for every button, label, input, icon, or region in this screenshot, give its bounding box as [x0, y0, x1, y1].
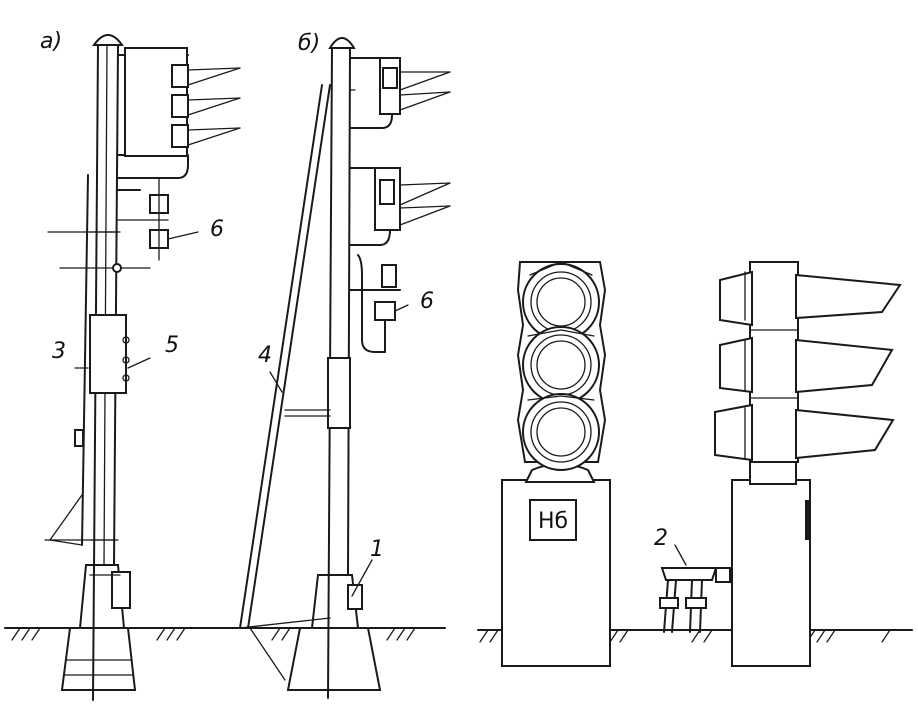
label-2: 2	[654, 526, 668, 551]
mast-signal-a	[44, 34, 241, 701]
label-fig-a: а)	[40, 29, 62, 54]
dwarf-signal-front	[501, 261, 611, 667]
visors-a	[187, 67, 241, 146]
dwarf-base-side	[731, 479, 811, 667]
label-4: 4	[258, 343, 272, 368]
mast-cap-a	[92, 34, 124, 46]
foundation-b	[286, 627, 382, 691]
cable-box-b	[347, 584, 363, 610]
lens-middle	[522, 326, 600, 404]
label-3: 3	[52, 339, 66, 364]
cable-box-a	[111, 571, 131, 609]
lens-bottom	[522, 393, 600, 471]
label-5: 5	[165, 333, 179, 358]
label-6-b: 6	[420, 289, 434, 314]
mast-cap-b	[328, 37, 356, 49]
brace-b	[239, 84, 323, 629]
cabinet-b	[327, 357, 351, 429]
ladder-rail-a	[81, 174, 89, 546]
cabinet-a	[89, 314, 127, 394]
junction-box	[660, 567, 718, 581]
label-1: 1	[370, 537, 384, 562]
name-plate-text: Нб	[538, 509, 568, 534]
label-fig-b: б)	[298, 31, 320, 56]
name-plate	[529, 499, 577, 541]
foundation-a	[60, 627, 137, 691]
mast-signal-b	[239, 37, 451, 699]
label-6-a: 6	[210, 217, 224, 242]
dwarf-signal-side	[659, 261, 902, 667]
dwarf-head-side	[749, 261, 799, 463]
